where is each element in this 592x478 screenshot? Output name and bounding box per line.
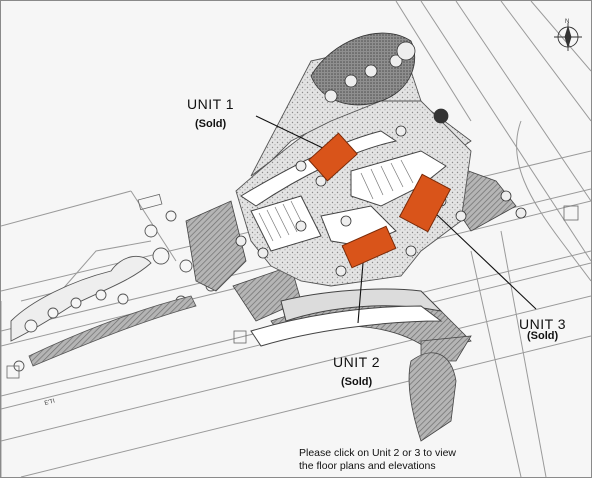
parking-stripes bbox=[258, 159, 414, 242]
leader-lines bbox=[255, 115, 537, 324]
plan-markers bbox=[6, 193, 579, 379]
instruction-line-2: the floor plans and elevations bbox=[299, 460, 436, 472]
compass-letter: N bbox=[565, 19, 569, 25]
unit-1-label: UNIT 1 bbox=[187, 96, 235, 112]
unit-3-status: (Sold) bbox=[527, 330, 559, 342]
unit-1-status: (Sold) bbox=[195, 118, 227, 130]
unit-2-status: (Sold) bbox=[341, 376, 373, 388]
instruction-line-1: Please click on Unit 2 or 3 to view bbox=[299, 447, 456, 459]
unit-2-building[interactable] bbox=[341, 225, 397, 269]
unit-2-label[interactable]: UNIT 2 bbox=[333, 354, 381, 370]
hedge-strip bbox=[28, 295, 197, 367]
unit-3-label[interactable]: UNIT 3 bbox=[519, 316, 567, 332]
tree-belt-north bbox=[235, 32, 527, 277]
unit-3-building[interactable] bbox=[398, 173, 452, 233]
unit-1-building[interactable] bbox=[308, 132, 358, 182]
tree-cluster-west bbox=[10, 210, 217, 372]
road-label: E'TI bbox=[44, 398, 56, 407]
north-compass-icon bbox=[554, 23, 582, 51]
instruction-text: Please click on Unit 2 or 3 to view the … bbox=[299, 447, 559, 473]
